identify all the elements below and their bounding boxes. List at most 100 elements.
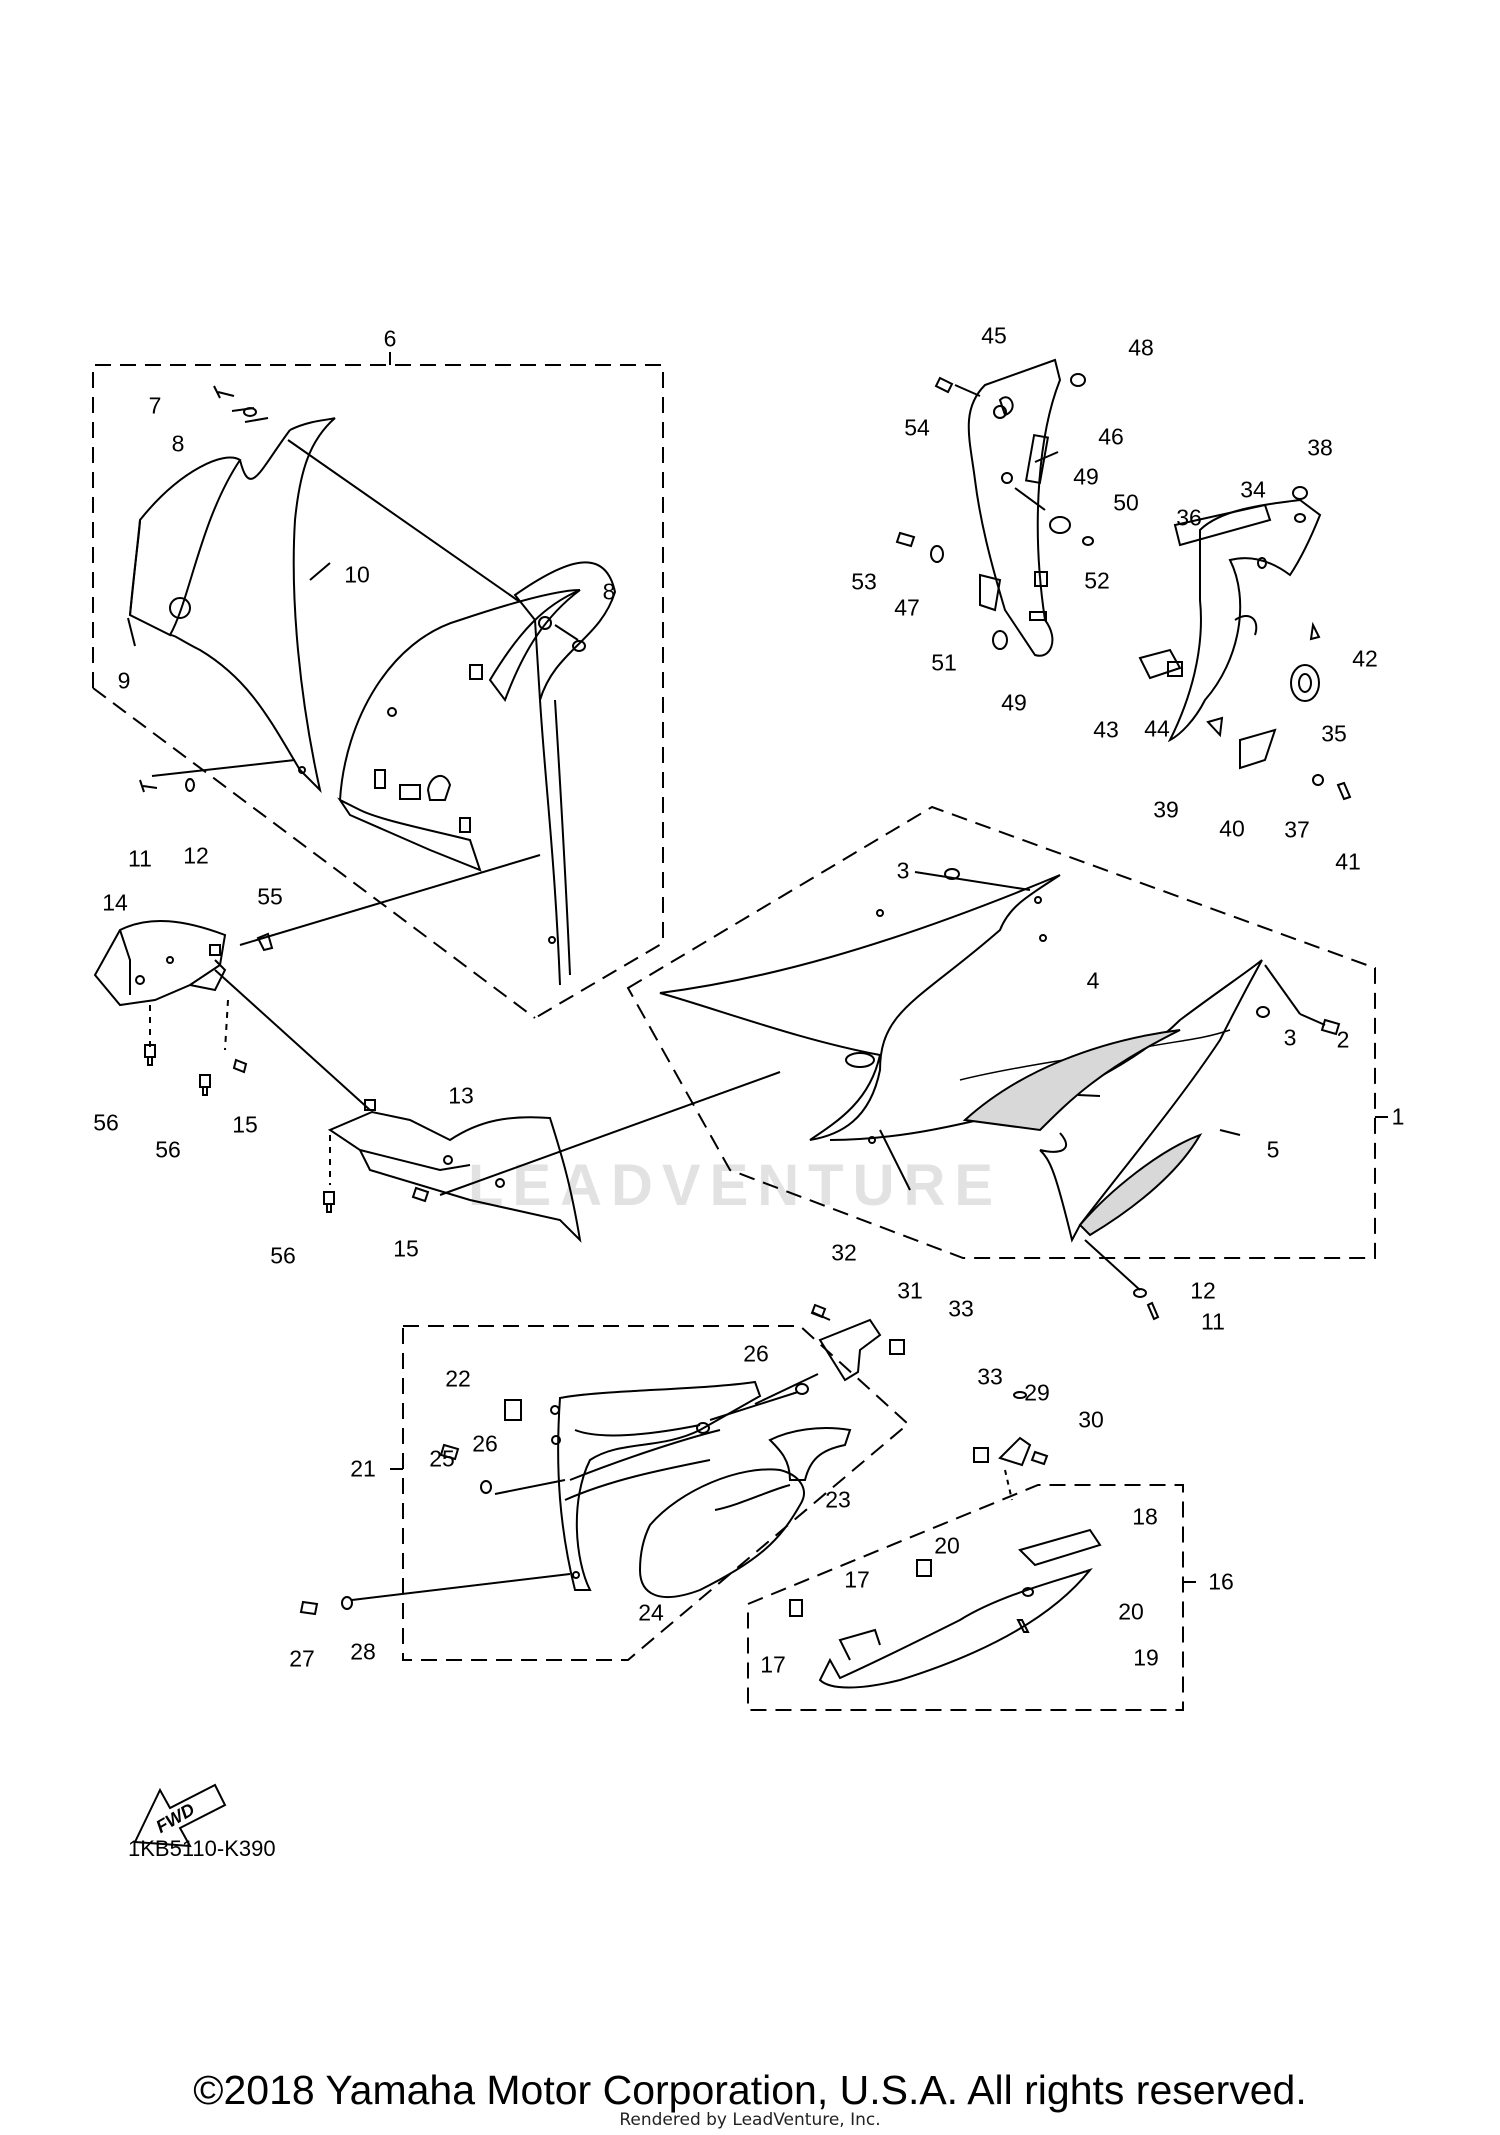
fasteners-21: [299, 1373, 819, 1616]
part-24-panel: [638, 1468, 805, 1599]
bolt-11b: [1146, 1301, 1160, 1321]
callout-52: 52: [1084, 567, 1110, 594]
callout-4: 4: [1086, 967, 1100, 994]
leader-lines-14: [149, 854, 541, 1111]
callout-12: 12: [1190, 1277, 1216, 1304]
callout-37: 37: [1284, 816, 1310, 843]
part-air-duct-assembly: [337, 561, 617, 986]
callout-18: 18: [1132, 1503, 1158, 1530]
callout-8: 8: [602, 578, 616, 605]
bolt-15b: [411, 1186, 430, 1203]
fasteners-34: [1138, 486, 1352, 801]
flame-decal-4: [962, 1029, 1181, 1132]
callout-12: 12: [183, 842, 209, 869]
callout-17: 17: [844, 1566, 870, 1593]
callout-56: 56: [93, 1109, 119, 1136]
callout-56: 56: [155, 1136, 181, 1163]
callout-38: 38: [1307, 434, 1333, 461]
part-23-cover: [768, 1427, 852, 1481]
callout-30: 30: [1078, 1406, 1104, 1433]
callout-14: 14: [102, 889, 128, 916]
callout-39: 39: [1153, 796, 1179, 823]
callout-53: 53: [851, 568, 877, 595]
callout-35: 35: [1321, 720, 1347, 747]
callout-24: 24: [638, 1599, 664, 1626]
callout-45: 45: [981, 322, 1007, 349]
callout-54: 54: [904, 414, 930, 441]
callout-8: 8: [171, 430, 185, 457]
part-14-bracket: [93, 920, 227, 1007]
callout-26: 26: [472, 1430, 498, 1457]
callout-17: 17: [760, 1651, 786, 1678]
callout-13: 13: [448, 1082, 474, 1109]
part-9-windscreen-panel: [128, 456, 242, 637]
callout-11: 11: [128, 845, 152, 872]
callout-15: 15: [232, 1111, 258, 1138]
callout-50: 50: [1113, 489, 1139, 516]
watermark-text: LEADVENTURE: [468, 1153, 1003, 1218]
callout-25: 25: [429, 1445, 455, 1472]
callout-40: 40: [1219, 815, 1245, 842]
leader-lines-box1: [879, 871, 1326, 1291]
part-34-bracket: [1167, 498, 1322, 743]
callout-15: 15: [393, 1235, 419, 1262]
fwd-arrow-icon: [133, 1783, 227, 1848]
part-45-stay: [967, 358, 1062, 657]
flame-decal-5: [1078, 1133, 1203, 1237]
callout-10: 10: [344, 561, 370, 588]
callout-31: 31: [897, 1277, 923, 1304]
callout-2: 2: [1336, 1026, 1350, 1053]
assembly-boundary-6: [92, 364, 664, 1019]
part-31-bracket: [810, 1303, 905, 1382]
callout-44: 44: [1144, 715, 1170, 742]
callout-32: 32: [831, 1239, 857, 1266]
callout-9: 9: [117, 667, 131, 694]
bolt-56b: [199, 1074, 211, 1096]
callout-51: 51: [931, 649, 957, 676]
callout-33: 33: [948, 1295, 974, 1322]
callout-1: 1: [1391, 1103, 1405, 1130]
callout-36: 36: [1176, 504, 1202, 531]
callout-55: 55: [257, 883, 283, 910]
callout-21: 21: [350, 1455, 376, 1482]
bolt-56a: [144, 1044, 156, 1066]
callout-3: 3: [1283, 1024, 1297, 1051]
callout-6: 6: [383, 325, 397, 352]
washer-26a: [795, 1383, 809, 1395]
part-10-upper-cowling: [169, 417, 336, 794]
callout-27: 27: [289, 1645, 315, 1672]
callout-22: 22: [445, 1365, 471, 1392]
callout-48: 48: [1128, 334, 1154, 361]
callout-5: 5: [1266, 1136, 1280, 1163]
part-13-lower-panel: [327, 1071, 781, 1243]
part-21-duct: [550, 1380, 762, 1591]
assembly-boundary-1: [626, 805, 1376, 1259]
callout-41: 41: [1335, 848, 1361, 875]
rendered-by-text: Rendered by LeadVenture, Inc.: [619, 2110, 881, 2130]
callout-23: 23: [825, 1486, 851, 1513]
bolt-15a: [232, 1058, 248, 1074]
bolt-56c: [323, 1191, 335, 1213]
bolt-2: [1320, 1018, 1341, 1036]
copyright-text: ©2018 Yamaha Motor Corporation, U.S.A. A…: [193, 2067, 1307, 2113]
drawing-code: 1KB5110-K390: [128, 1836, 276, 1861]
washer-3a: [944, 868, 960, 880]
callout-56: 56: [270, 1242, 296, 1269]
callout-28: 28: [350, 1638, 376, 1665]
callout-19: 19: [1133, 1644, 1159, 1671]
callout-20: 20: [1118, 1598, 1144, 1625]
part-16-lower-cowl: [789, 1391, 1102, 1689]
leader-lines-box6: [127, 407, 579, 777]
assembly-boundary-21: [402, 1325, 910, 1661]
callout-3: 3: [896, 857, 910, 884]
assembly-boundary-16: [747, 1484, 1184, 1711]
callout-42: 42: [1352, 645, 1378, 672]
callout-20: 20: [934, 1532, 960, 1559]
callout-46: 46: [1098, 423, 1124, 450]
callout-47: 47: [894, 594, 920, 621]
callout-33: 33: [977, 1363, 1003, 1390]
fasteners-45: [895, 373, 1094, 650]
part-4-5-side-cowling: [659, 874, 1263, 1243]
callout-49: 49: [1001, 689, 1027, 716]
